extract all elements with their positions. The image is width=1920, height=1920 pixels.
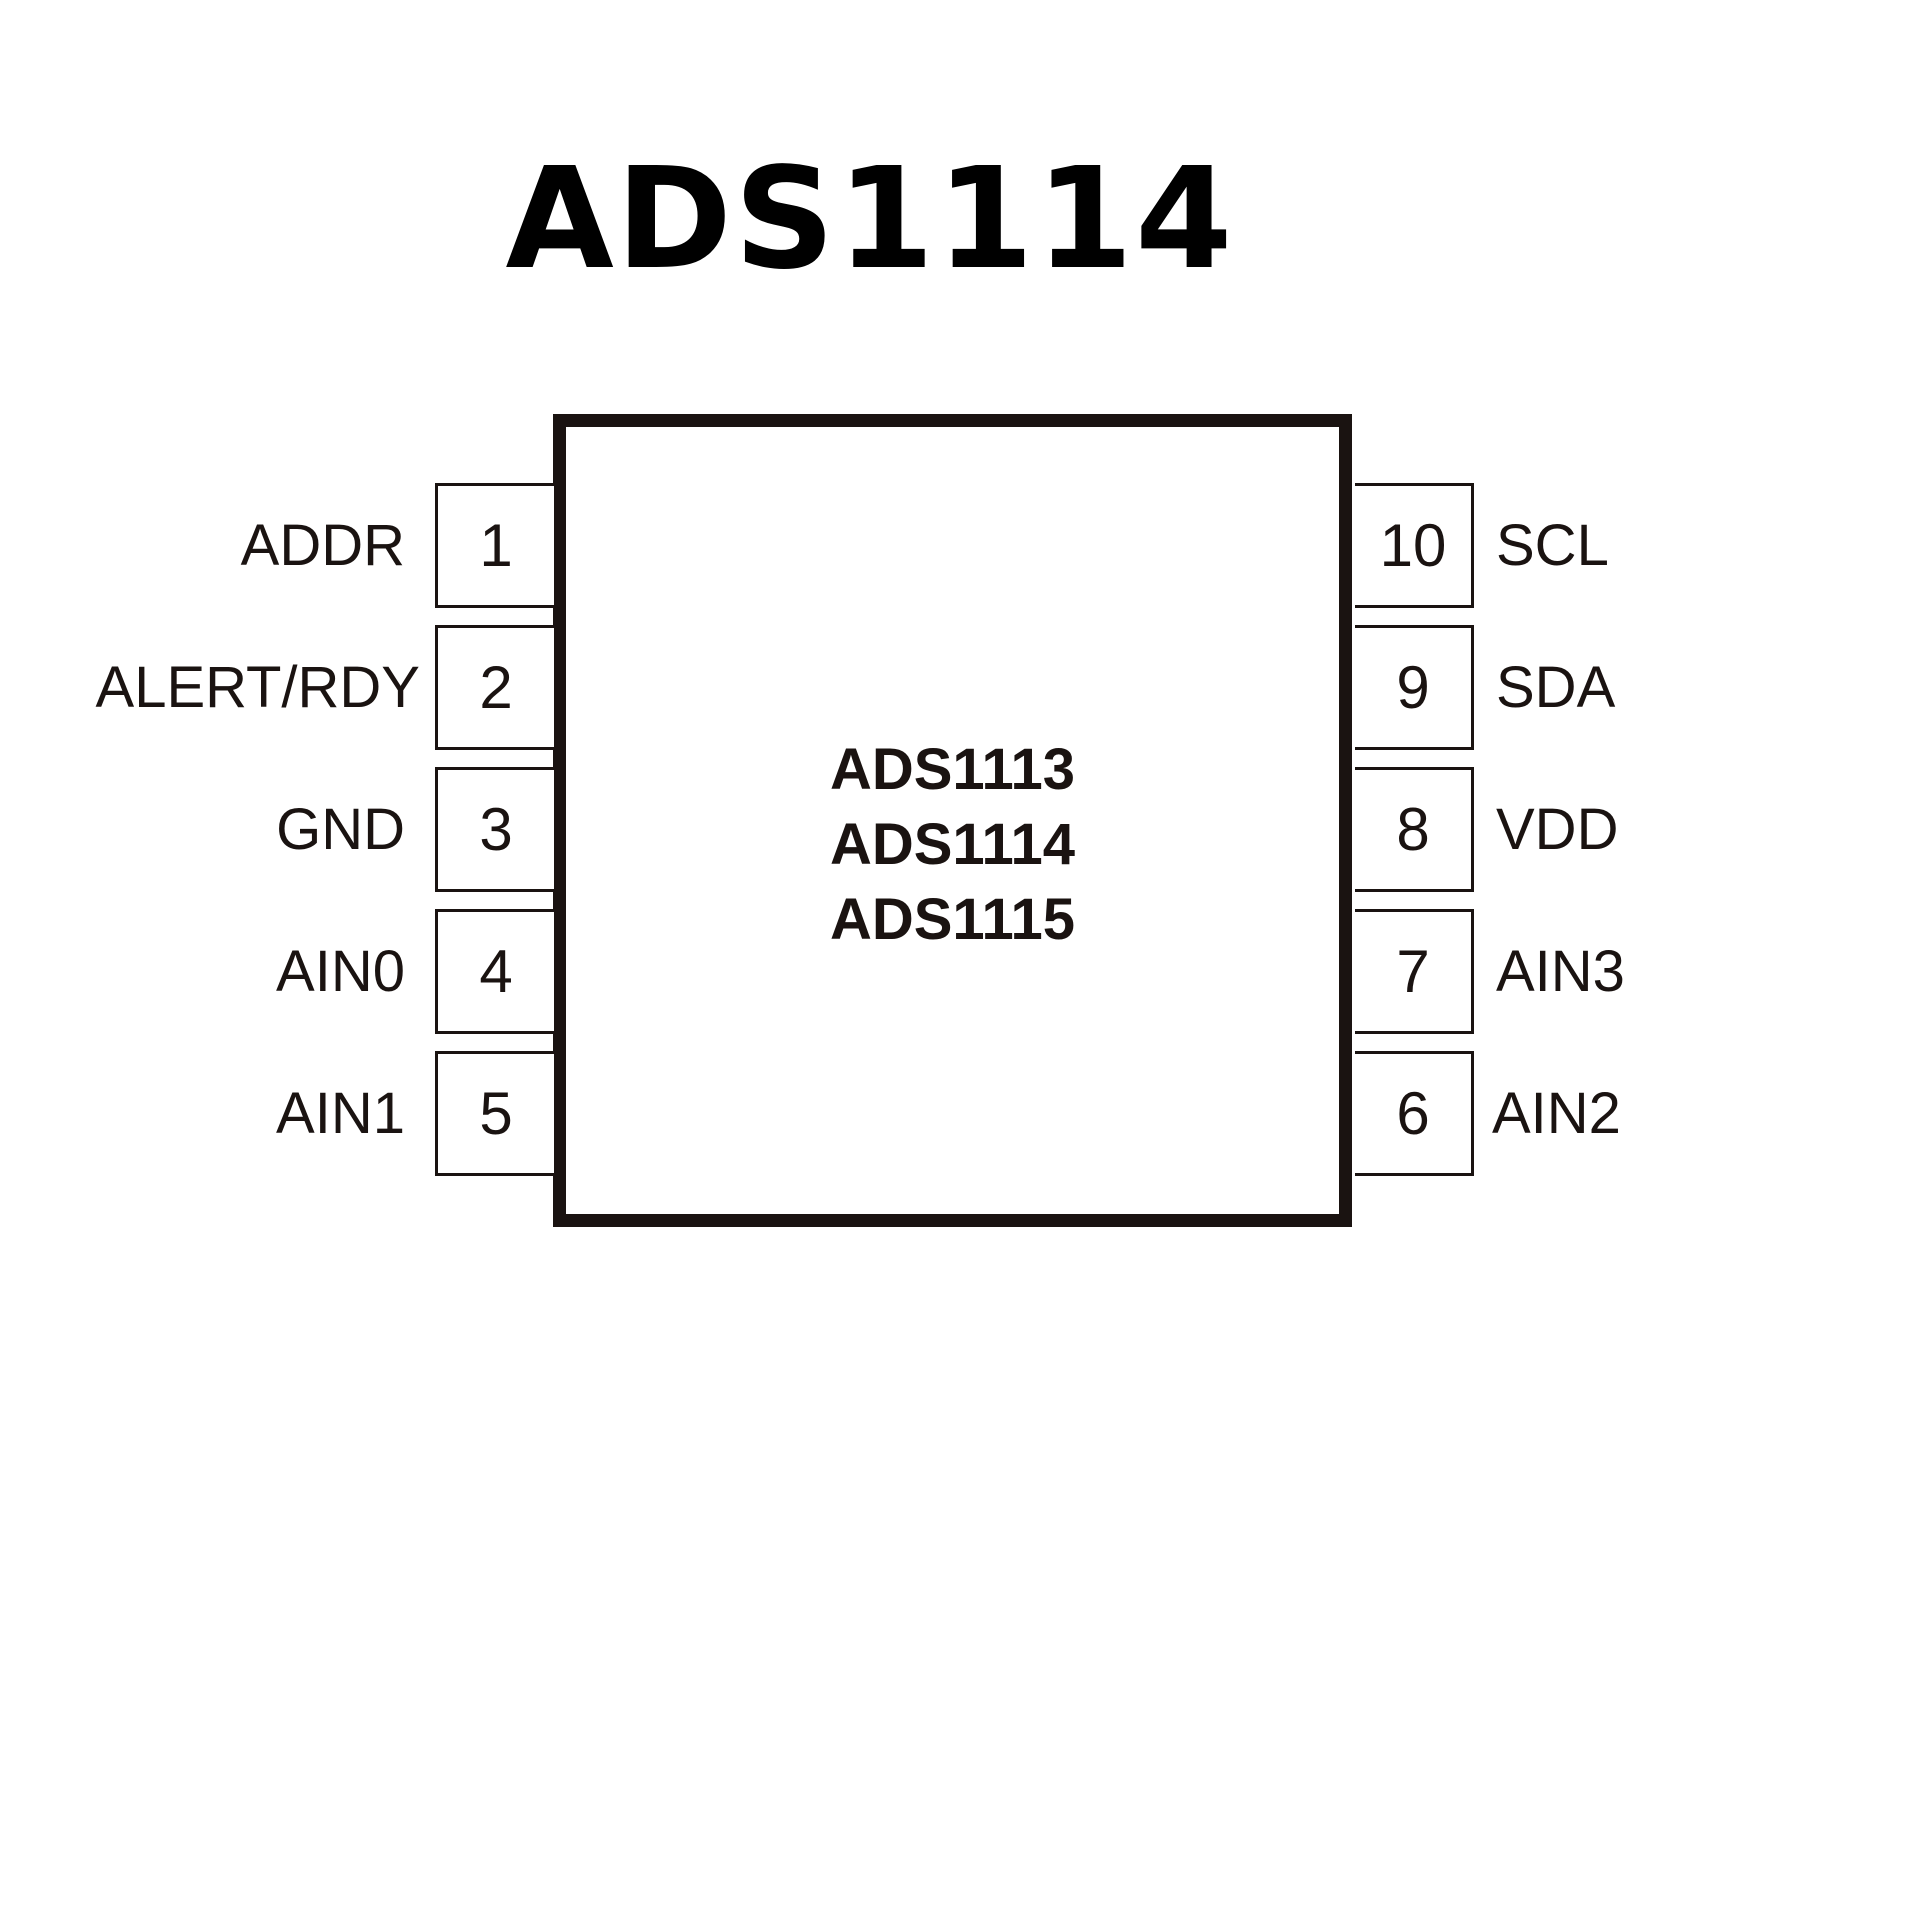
pin-9: 9 [1355, 625, 1474, 750]
pin-label-ain0: AIN0 [276, 939, 405, 1004]
pin-label-ain2: AIN2 [1492, 1081, 1621, 1146]
pin-label-vdd: VDD [1496, 797, 1619, 862]
pin-label-ain3: AIN3 [1496, 939, 1625, 1004]
pin-label-gnd: GND [276, 797, 405, 862]
pin-1: 1 [435, 483, 554, 608]
pin-label-alert-rdy: ALERT/RDY [95, 655, 420, 720]
chip-part-names: ADS1113 ADS1114 ADS1115 [566, 732, 1339, 957]
pin-4: 4 [435, 909, 554, 1034]
pin-2: 2 [435, 625, 554, 750]
chip-part-name: ADS1113 [829, 737, 1076, 802]
pin-10: 10 [1355, 483, 1474, 608]
chip-body: ADS1113 ADS1114 ADS1115 [553, 414, 1352, 1227]
pin-6: 6 [1355, 1051, 1474, 1176]
diagram-title: ADS1114 [505, 138, 1235, 301]
pin-label-sda: SDA [1496, 655, 1616, 720]
pin-7: 7 [1355, 909, 1474, 1034]
pin-5: 5 [435, 1051, 554, 1176]
pin-8: 8 [1355, 767, 1474, 892]
chip-part-name: ADS1115 [829, 887, 1076, 952]
pin-3: 3 [435, 767, 554, 892]
pin-label-ain1: AIN1 [276, 1081, 405, 1146]
pin-label-addr: ADDR [240, 513, 405, 578]
pin-label-scl: SCL [1496, 513, 1609, 578]
chip-part-name: ADS1114 [829, 812, 1076, 877]
